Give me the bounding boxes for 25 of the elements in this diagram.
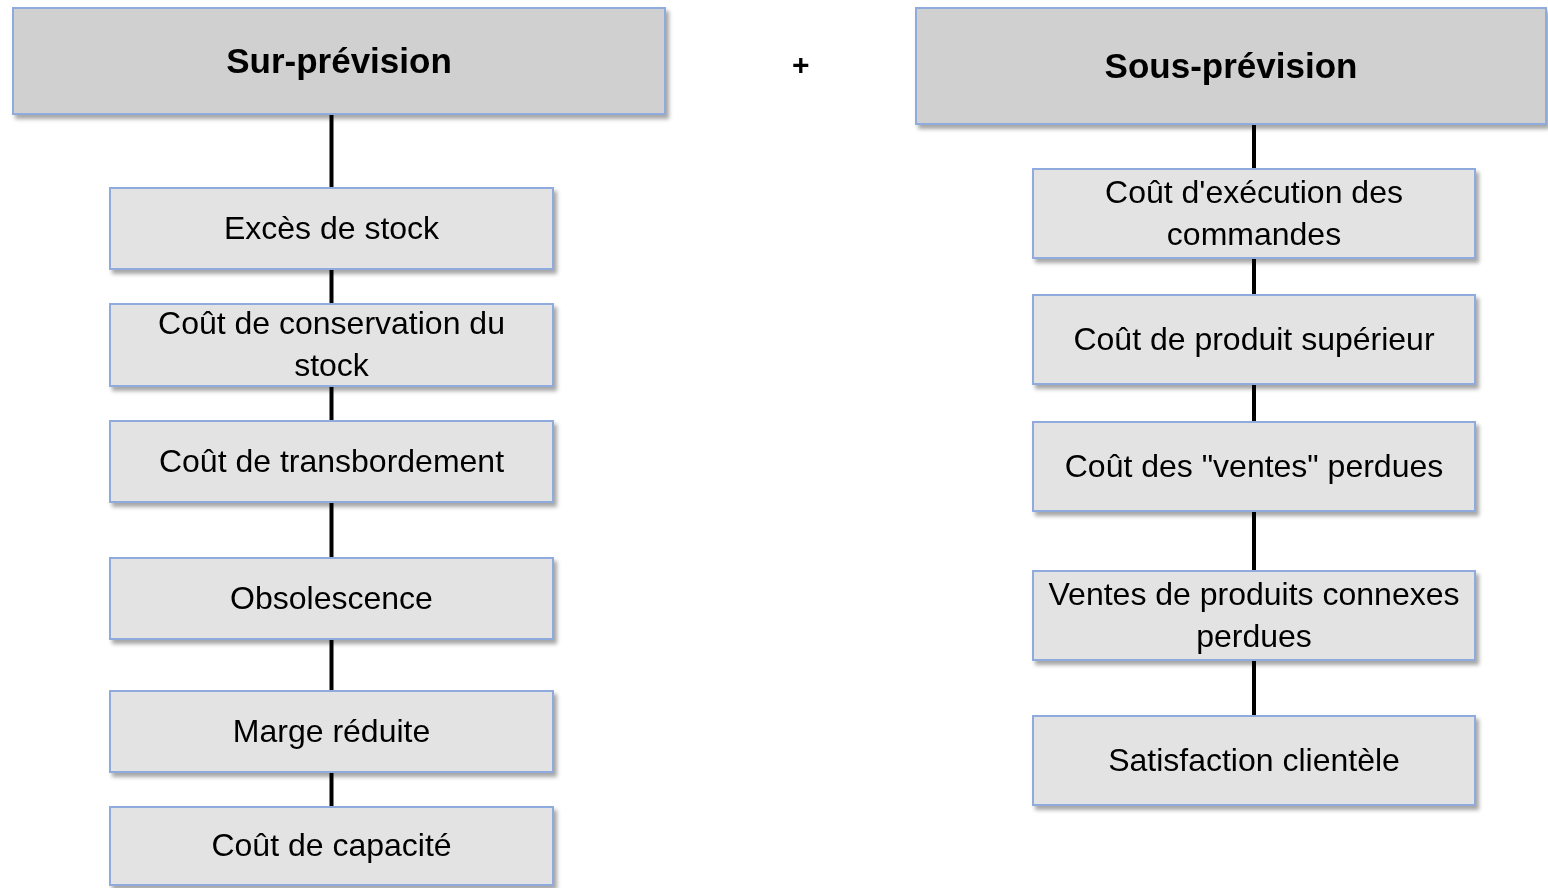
connector-line <box>1252 385 1256 421</box>
cost-box: Coût d'exécution des commandes <box>1032 168 1476 259</box>
cost-box: Excès de stock <box>109 187 554 270</box>
cost-box: Obsolescence <box>109 557 554 640</box>
connector-line <box>329 387 334 420</box>
header-box: Sous-prévision <box>915 7 1547 125</box>
cost-box: Coût de transbordement <box>109 420 554 503</box>
cost-box: Satisfaction clientèle <box>1032 715 1476 806</box>
connector-line <box>1252 125 1256 168</box>
connector-line <box>329 270 334 303</box>
connector-line <box>1252 259 1256 294</box>
cost-box: Ventes de produits connexes perdues <box>1032 570 1476 661</box>
connector-line <box>329 640 334 690</box>
connector-line <box>329 773 334 806</box>
cost-box: Coût de capacité <box>109 806 554 886</box>
cost-box: Coût de produit supérieur <box>1032 294 1476 385</box>
connector-line <box>329 115 334 187</box>
connector-line <box>329 503 334 557</box>
cost-box: Marge réduite <box>109 690 554 773</box>
plus-sign: + <box>792 47 810 83</box>
header-box: Sur-prévision <box>12 7 666 115</box>
cost-box: Coût de conservation du stock <box>109 303 554 387</box>
cost-box: Coût des "ventes" perdues <box>1032 421 1476 512</box>
connector-line <box>1252 512 1256 570</box>
connector-line <box>1252 661 1256 715</box>
